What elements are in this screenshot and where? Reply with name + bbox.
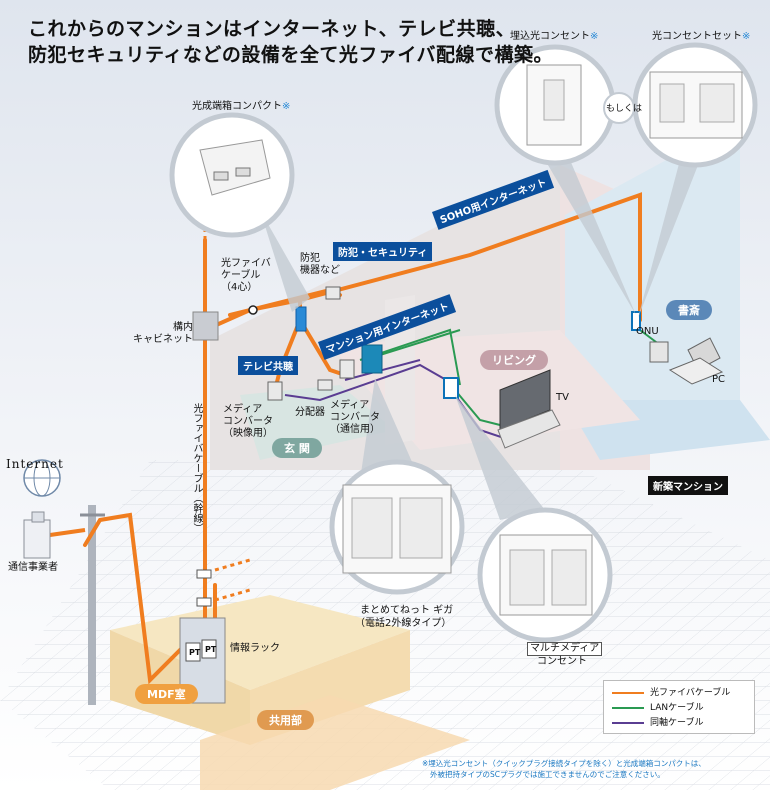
- header-line-1: これからのマンションはインターネット、テレビ共聴、: [28, 18, 516, 40]
- pc-label: PC: [712, 374, 726, 385]
- room-entrance: 玄 関: [272, 438, 322, 458]
- legend: 光ファイバケーブル LANケーブル 同軸ケーブル: [603, 680, 755, 734]
- pt-label-1: PT: [189, 648, 201, 657]
- tag-tv: テレビ共聴: [238, 356, 298, 375]
- compact-terminal-device: [295, 306, 307, 332]
- tv-label: TV: [556, 392, 569, 403]
- room-common: 共用部: [257, 710, 314, 730]
- multimedia-subtitle: コンセント: [537, 656, 587, 667]
- footnote: ※埋込光コンセント（クイックプラグ接続タイプを除く）と光成端箱コンパクトは、 外…: [422, 758, 706, 780]
- onu-label: ONU: [636, 326, 659, 337]
- onu-device: [649, 341, 669, 363]
- fiber-cable-label: 光ファイバ ケーブル （4心）: [221, 258, 271, 293]
- fiber-node: [248, 305, 258, 315]
- study-wall: [565, 120, 740, 400]
- pc-keyboard: [668, 357, 724, 385]
- outlet-set-title: 光コンセントセット※: [652, 31, 751, 42]
- media-converter-video-label: メディア コンバータ （映像用）: [223, 404, 273, 439]
- splitter-label: 分配器: [295, 407, 325, 418]
- room-study: 書斎: [666, 300, 712, 320]
- compact-box-image: [199, 139, 271, 196]
- multimedia-title: マルチメディア: [527, 642, 603, 656]
- gigabit-title: まとめてねっト ギガ: [360, 605, 454, 616]
- or-label: もしくは: [606, 104, 643, 114]
- security-device: [325, 286, 341, 300]
- compact-title: 光成端箱コンパクト※: [192, 101, 291, 112]
- footnote-line-1: ※埋込光コンセント（クイックプラグ接続タイプを除く）と光成端箱コンパクトは、: [422, 759, 706, 768]
- media-converter-comm-label: メディア コンバータ （通信用）: [330, 400, 380, 435]
- carrier-label: 通信事業者: [8, 562, 58, 573]
- legend-item-fiber: 光ファイバケーブル: [612, 685, 730, 698]
- multimedia-outlet-device: [443, 377, 459, 399]
- carrier-fiber: [49, 528, 86, 537]
- tv-stand: [497, 409, 561, 449]
- internet-label: Internet: [6, 457, 64, 471]
- trunk-cable-label: 光ファイバケーブル（幹線）: [191, 403, 202, 533]
- pt-box-1: [185, 642, 201, 662]
- pt-label-2: PT: [205, 645, 217, 654]
- gigabit-box-device: [361, 344, 383, 374]
- cabinet-label: 構内 キャビネット: [133, 322, 193, 345]
- legend-item-lan: LANケーブル: [612, 700, 704, 713]
- pt-box-2: [201, 639, 217, 659]
- media-converter-video: [267, 381, 283, 401]
- utility-pole: [88, 505, 96, 705]
- security-device-label: 防犯 機器など: [300, 253, 340, 276]
- cabinet-device: [192, 311, 219, 341]
- tag-new-mansion: 新築マンション: [648, 476, 728, 495]
- room-living: リビング: [480, 350, 548, 370]
- media-converter-comm: [339, 359, 355, 379]
- carrier-building: [23, 519, 51, 559]
- gigabit-subtitle: （電話2外線タイプ）: [355, 618, 452, 629]
- info-rack-label: 情報ラック: [230, 643, 280, 654]
- tag-security: 防犯・セキュリティ: [333, 242, 433, 261]
- legend-item-coax: 同軸ケーブル: [612, 715, 703, 728]
- header-line-2: 防犯セキュリティなどの設備を全て光ファイバ配線で構築。: [28, 44, 553, 66]
- optical-outlet-device: [631, 311, 641, 331]
- splitter-device: [317, 379, 333, 391]
- embedded-outlet-title: 埋込光コンセント※: [510, 31, 599, 42]
- footnote-line-2: 外被把持タイプのSCプラグでは施工できませんのでご注意ください。: [430, 770, 665, 779]
- room-mdf: MDF室: [135, 684, 198, 704]
